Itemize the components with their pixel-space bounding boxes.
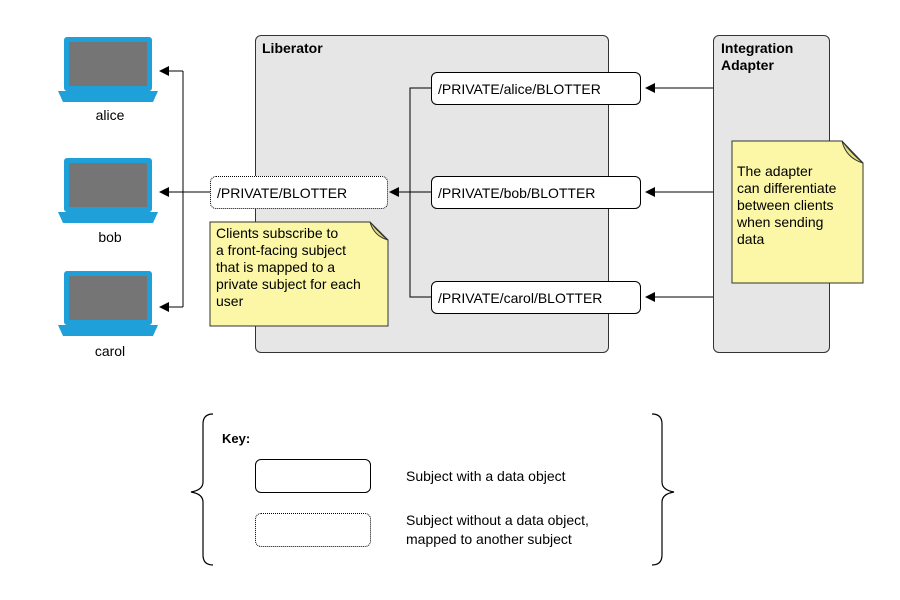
adapter-note-line-3: between clients [737,197,834,213]
adapter-note-line-1: The adapter [737,163,813,179]
client-label-alice: alice [95,107,125,123]
client-label-bob: bob [98,229,122,245]
key-solid-label: Subject with a data object [406,468,566,484]
adapter-note-line-2: can differentiate [737,180,837,196]
key-title: Key: [222,431,251,446]
adapter-title: Integration Adapter [721,40,793,74]
adapter-note: The adapter can differentiate between cl… [737,163,836,248]
key-left-brace [190,413,214,566]
laptop-icon-alice [58,37,158,102]
laptop-icon-carol [58,271,158,336]
key-dotted-label: Subject without a data object, mapped to… [406,511,589,549]
key-dotted-label-line-1: Subject without a data object, [406,512,589,528]
key-dotted-label-line-2: mapped to another subject [406,531,572,547]
adapter-title-line-1: Integration [721,40,794,56]
adapter-note-line-4: when sending [737,214,824,230]
liberator-note-line-2: a front-facing subject [216,242,346,258]
adapter-title-line-2: Adapter [721,57,774,73]
liberator-note-shape [209,221,389,327]
private-subject-carol: /PRIVATE/carol/BLOTTER [431,281,641,314]
liberator-title: Liberator [262,40,323,56]
liberator-note-line-5: user [216,293,244,309]
client-label-carol: carol [94,343,126,359]
private-subject-alice: /PRIVATE/alice/BLOTTER [431,72,641,105]
adapter-note-shape [731,140,864,284]
key-solid-sample [255,459,371,493]
liberator-note-line-4: private subject for each [216,276,361,292]
key-dotted-sample [255,513,371,547]
private-subject-bob: /PRIVATE/bob/BLOTTER [431,176,641,209]
laptop-icon-bob [58,158,158,223]
front-facing-subject: /PRIVATE/BLOTTER [210,176,388,209]
liberator-note-line-3: that is mapped to a [216,259,336,275]
key-right-brace [651,413,675,566]
liberator-note-line-1: Clients subscribe to [216,225,339,241]
adapter-note-line-5: data [737,231,765,247]
liberator-note: Clients subscribe to a front-facing subj… [216,225,361,310]
